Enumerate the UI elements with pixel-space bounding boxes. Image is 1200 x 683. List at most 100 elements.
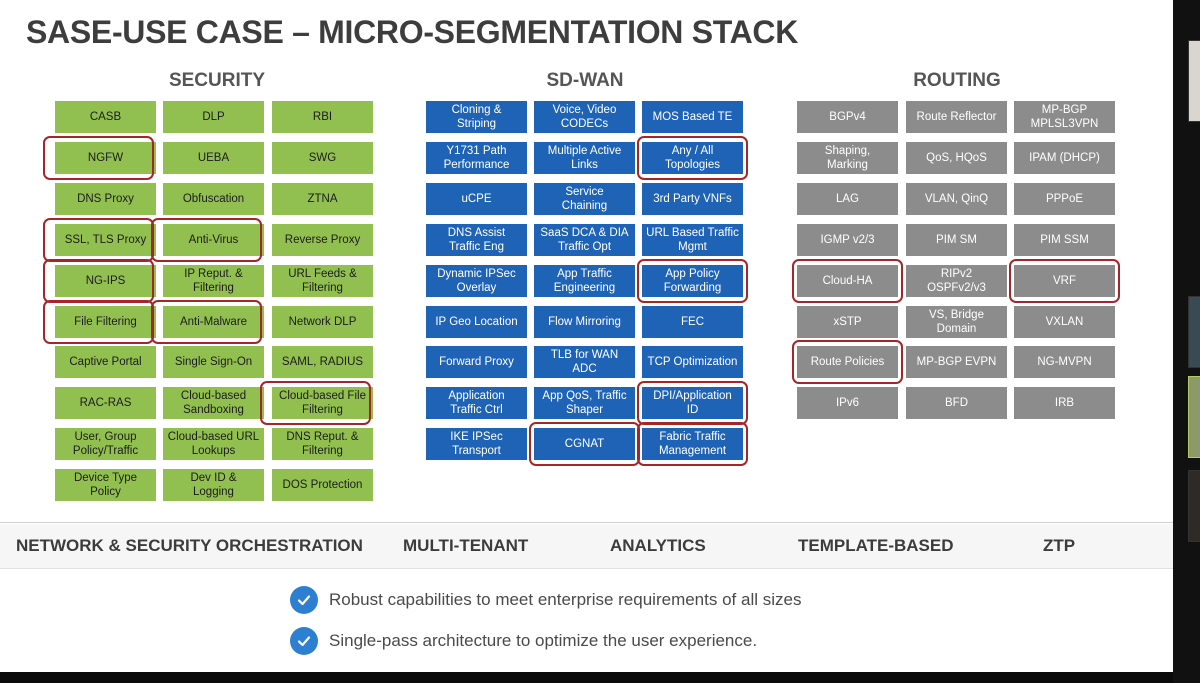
bullet-text: Robust capabilities to meet enterprise r… (329, 590, 802, 609)
routing-feature-cell: Shaping, Marking (797, 142, 898, 174)
security-heading: SECURITY (168, 70, 266, 91)
routing-feature-cell: PPPoE (1014, 183, 1115, 215)
band-label-template-based: TEMPLATE-BASED (798, 536, 954, 555)
routing-feature-cell: BGPv4 (797, 101, 898, 133)
capabilities-band (0, 524, 1173, 569)
sdwan-feature-cell: TLB for WAN ADC (534, 346, 635, 378)
sdwan-feature-cell: DPI/Application ID (642, 387, 743, 419)
routing-feature-cell: LAG (797, 183, 898, 215)
sdwan-feature-cell: URL Based Traffic Mgmt (642, 224, 743, 256)
security-feature-cell: IP Reput. & Filtering (163, 265, 264, 297)
sdwan-feature-cell: IKE IPSec Transport (426, 428, 527, 460)
slide-title: SASE-USE CASE – MICRO-SEGMENTATION STACK (26, 14, 799, 50)
sdwan-feature-cell: Service Chaining (534, 183, 635, 215)
sdwan-feature-cell: Any / All Topologies (642, 142, 743, 174)
sdwan-feature-cell: SaaS DCA & DIA Traffic Opt (534, 224, 635, 256)
highlight-outline (637, 422, 748, 466)
check-circle-icon (290, 586, 318, 614)
check-circle-icon (290, 627, 318, 655)
security-feature-cell: Cloud-based URL Lookups (163, 428, 264, 460)
sdwan-feature-cell: App QoS, Traffic Shaper (534, 387, 635, 419)
security-feature-cell: CASB (55, 101, 156, 133)
security-feature-cell: SWG (272, 142, 373, 174)
routing-heading: ROUTING (913, 70, 1001, 91)
security-feature-cell: Single Sign-On (163, 346, 264, 378)
routing-feature-cell: MP-BGP MPLSL3VPN (1014, 101, 1115, 133)
sdwan-heading: SD-WAN (546, 70, 624, 91)
security-feature-cell: RBI (272, 101, 373, 133)
participant-thumbnail[interactable] (1188, 40, 1200, 122)
security-feature-cell: RAC-RAS (55, 387, 156, 419)
band-label-multi-tenant: MULTI-TENANT (403, 536, 529, 555)
sdwan-feature-cell: Multiple Active Links (534, 142, 635, 174)
security-feature-cell: ZTNA (272, 183, 373, 215)
sdwan-feature-cell: FEC (642, 306, 743, 338)
security-feature-cell: UEBA (163, 142, 264, 174)
highlight-outline (260, 381, 371, 425)
security-feature-cell: DNS Reput. & Filtering (272, 428, 373, 460)
bullet-item: Single-pass architecture to optimize the… (290, 627, 757, 655)
routing-feature-cell: VLAN, QinQ (906, 183, 1007, 215)
sdwan-feature-cell: Flow Mirroring (534, 306, 635, 338)
routing-feature-cell: Cloud-HA (797, 265, 898, 297)
sdwan-feature-cell: 3rd Party VNFs (642, 183, 743, 215)
sdwan-feature-cell: Application Traffic Ctrl (426, 387, 527, 419)
routing-feature-cell: VRF (1014, 265, 1115, 297)
sdwan-feature-cell: Cloning & Striping (426, 101, 527, 133)
highlight-outline (43, 136, 154, 180)
sdwan-feature-cell: uCPE (426, 183, 527, 215)
highlight-outline (792, 340, 903, 384)
sdwan-feature-cell: CGNAT (534, 428, 635, 460)
sdwan-feature-cell: TCP Optimization (642, 346, 743, 378)
routing-feature-cell: PIM SSM (1014, 224, 1115, 256)
security-feature-cell: Obfuscation (163, 183, 264, 215)
routing-feature-cell: IPv6 (797, 387, 898, 419)
security-feature-cell: User, Group Policy/Traffic (55, 428, 156, 460)
highlight-outline (529, 422, 640, 466)
sdwan-feature-cell: App Policy Forwarding (642, 265, 743, 297)
routing-feature-cell: PIM SM (906, 224, 1007, 256)
security-feature-cell: DNS Proxy (55, 183, 156, 215)
sdwan-feature-cell: Voice, Video CODECs (534, 101, 635, 133)
bullet-text: Single-pass architecture to optimize the… (329, 631, 758, 650)
security-feature-cell: NG-IPS (55, 265, 156, 297)
highlight-outline (792, 259, 903, 303)
slide: SASE-USE CASE – MICRO-SEGMENTATION STACK… (0, 0, 1173, 672)
security-feature-cell: Cloud-based File Filtering (272, 387, 373, 419)
security-feature-cell: Anti-Malware (163, 306, 264, 338)
sdwan-feature-cell: MOS Based TE (642, 101, 743, 133)
sdwan-feature-cell: Fabric Traffic Management (642, 428, 743, 460)
highlight-outline (43, 259, 154, 303)
sdwan-feature-cell: Dynamic IPSec Overlay (426, 265, 527, 297)
routing-feature-cell: RIPv2 OSPFv2/v3 (906, 265, 1007, 297)
routing-feature-cell: QoS, HQoS (906, 142, 1007, 174)
bullet-item: Robust capabilities to meet enterprise r… (290, 586, 801, 614)
divider (0, 522, 1173, 523)
routing-feature-cell: NG-MVPN (1014, 346, 1115, 378)
sdwan-feature-cell: Y1731 Path Performance (426, 142, 527, 174)
sdwan-feature-cell: IP Geo Location (426, 306, 527, 338)
highlight-outline (151, 300, 262, 344)
security-feature-cell: SSL, TLS Proxy (55, 224, 156, 256)
routing-feature-cell: IPAM (DHCP) (1014, 142, 1115, 174)
participant-thumbnail[interactable] (1188, 470, 1200, 542)
security-feature-cell: DLP (163, 101, 264, 133)
highlight-outline (43, 218, 154, 262)
routing-feature-cell: VXLAN (1014, 306, 1115, 338)
security-feature-cell: DOS Protection (272, 469, 373, 501)
routing-feature-cell: Route Reflector (906, 101, 1007, 133)
security-feature-cell: SAML, RADIUS (272, 346, 373, 378)
security-feature-cell: Cloud-based Sandboxing (163, 387, 264, 419)
security-feature-cell: URL Feeds & Filtering (272, 265, 373, 297)
sdwan-feature-cell: DNS Assist Traffic Eng (426, 224, 527, 256)
highlight-outline (637, 381, 748, 425)
sdwan-feature-cell: Forward Proxy (426, 346, 527, 378)
highlight-outline (43, 300, 154, 344)
security-feature-cell: NGFW (55, 142, 156, 174)
highlight-outline (637, 136, 748, 180)
participant-thumbnail[interactable] (1188, 376, 1200, 458)
participant-thumbnail[interactable] (1188, 296, 1200, 368)
security-feature-cell: Network DLP (272, 306, 373, 338)
routing-feature-cell: IRB (1014, 387, 1115, 419)
routing-feature-cell: BFD (906, 387, 1007, 419)
